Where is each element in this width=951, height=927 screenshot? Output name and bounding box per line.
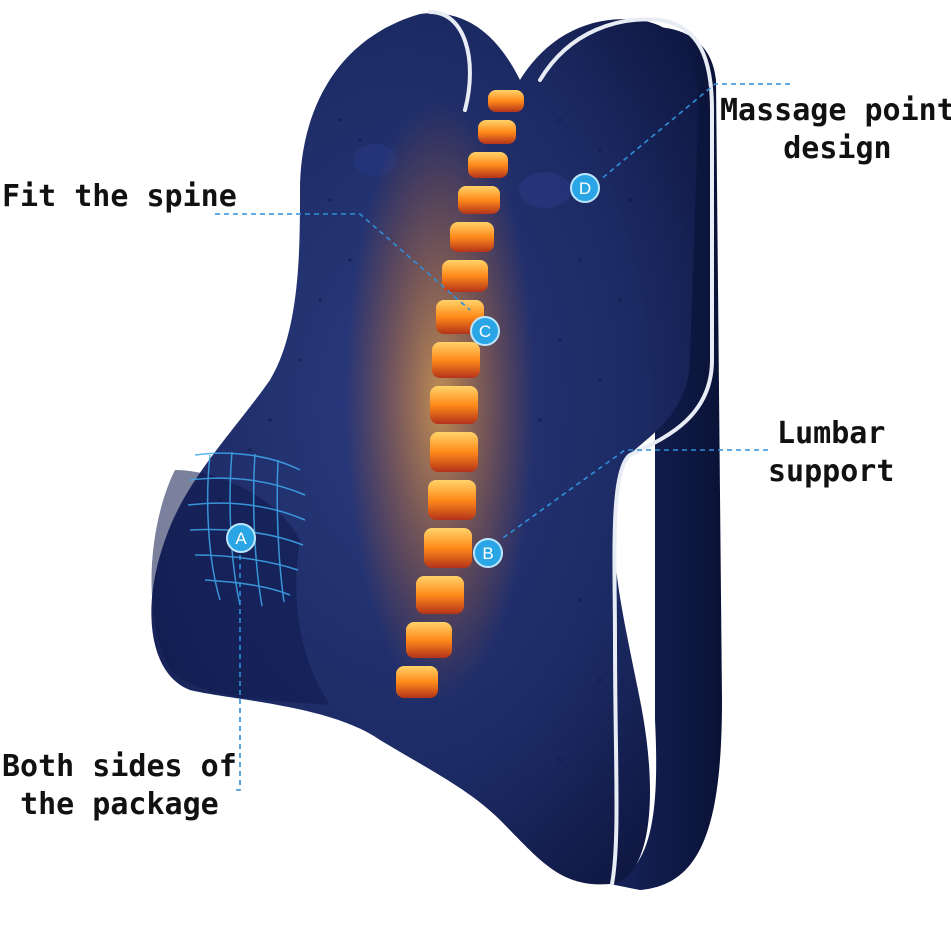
marker-d-label: D [579,179,591,198]
callout-line-lumbar [499,449,768,541]
label-fit-the-spine: Fit the spine [2,178,237,216]
marker-b-label: B [482,544,493,563]
callout-lines [215,83,790,791]
callout-line-sides [232,555,241,791]
callout-line-spine [215,213,471,311]
label-fit-the-spine-text: Fit the spine [2,179,237,214]
label-sides-line1: Both sides of [2,749,237,784]
cushion-side-panel [610,26,722,891]
label-massage-line1: Massage point [720,93,951,128]
perforation-dots [218,118,632,802]
spine-vertebrae [396,90,524,698]
marker-b: B [473,538,503,568]
label-lumbar-support: Lumbar support [768,415,894,491]
label-massage-line2: design [783,131,892,166]
callout-line-massage [599,83,790,181]
label-both-sides: Both sides of the package [2,748,237,824]
massage-bump-right [519,172,571,208]
cushion-piping [428,10,714,886]
marker-c: C [470,316,500,346]
marker-a-label: A [235,529,247,548]
marker-a: A [226,523,256,553]
label-lumbar-line1: Lumbar [777,416,886,451]
label-massage-point-design: Massage point design [720,92,951,168]
marker-d: D [570,173,600,203]
marker-c-label: C [479,322,491,341]
label-lumbar-line2: support [768,454,895,489]
cushion-left-wing [151,470,330,705]
label-sides-line2: the package [20,787,219,822]
